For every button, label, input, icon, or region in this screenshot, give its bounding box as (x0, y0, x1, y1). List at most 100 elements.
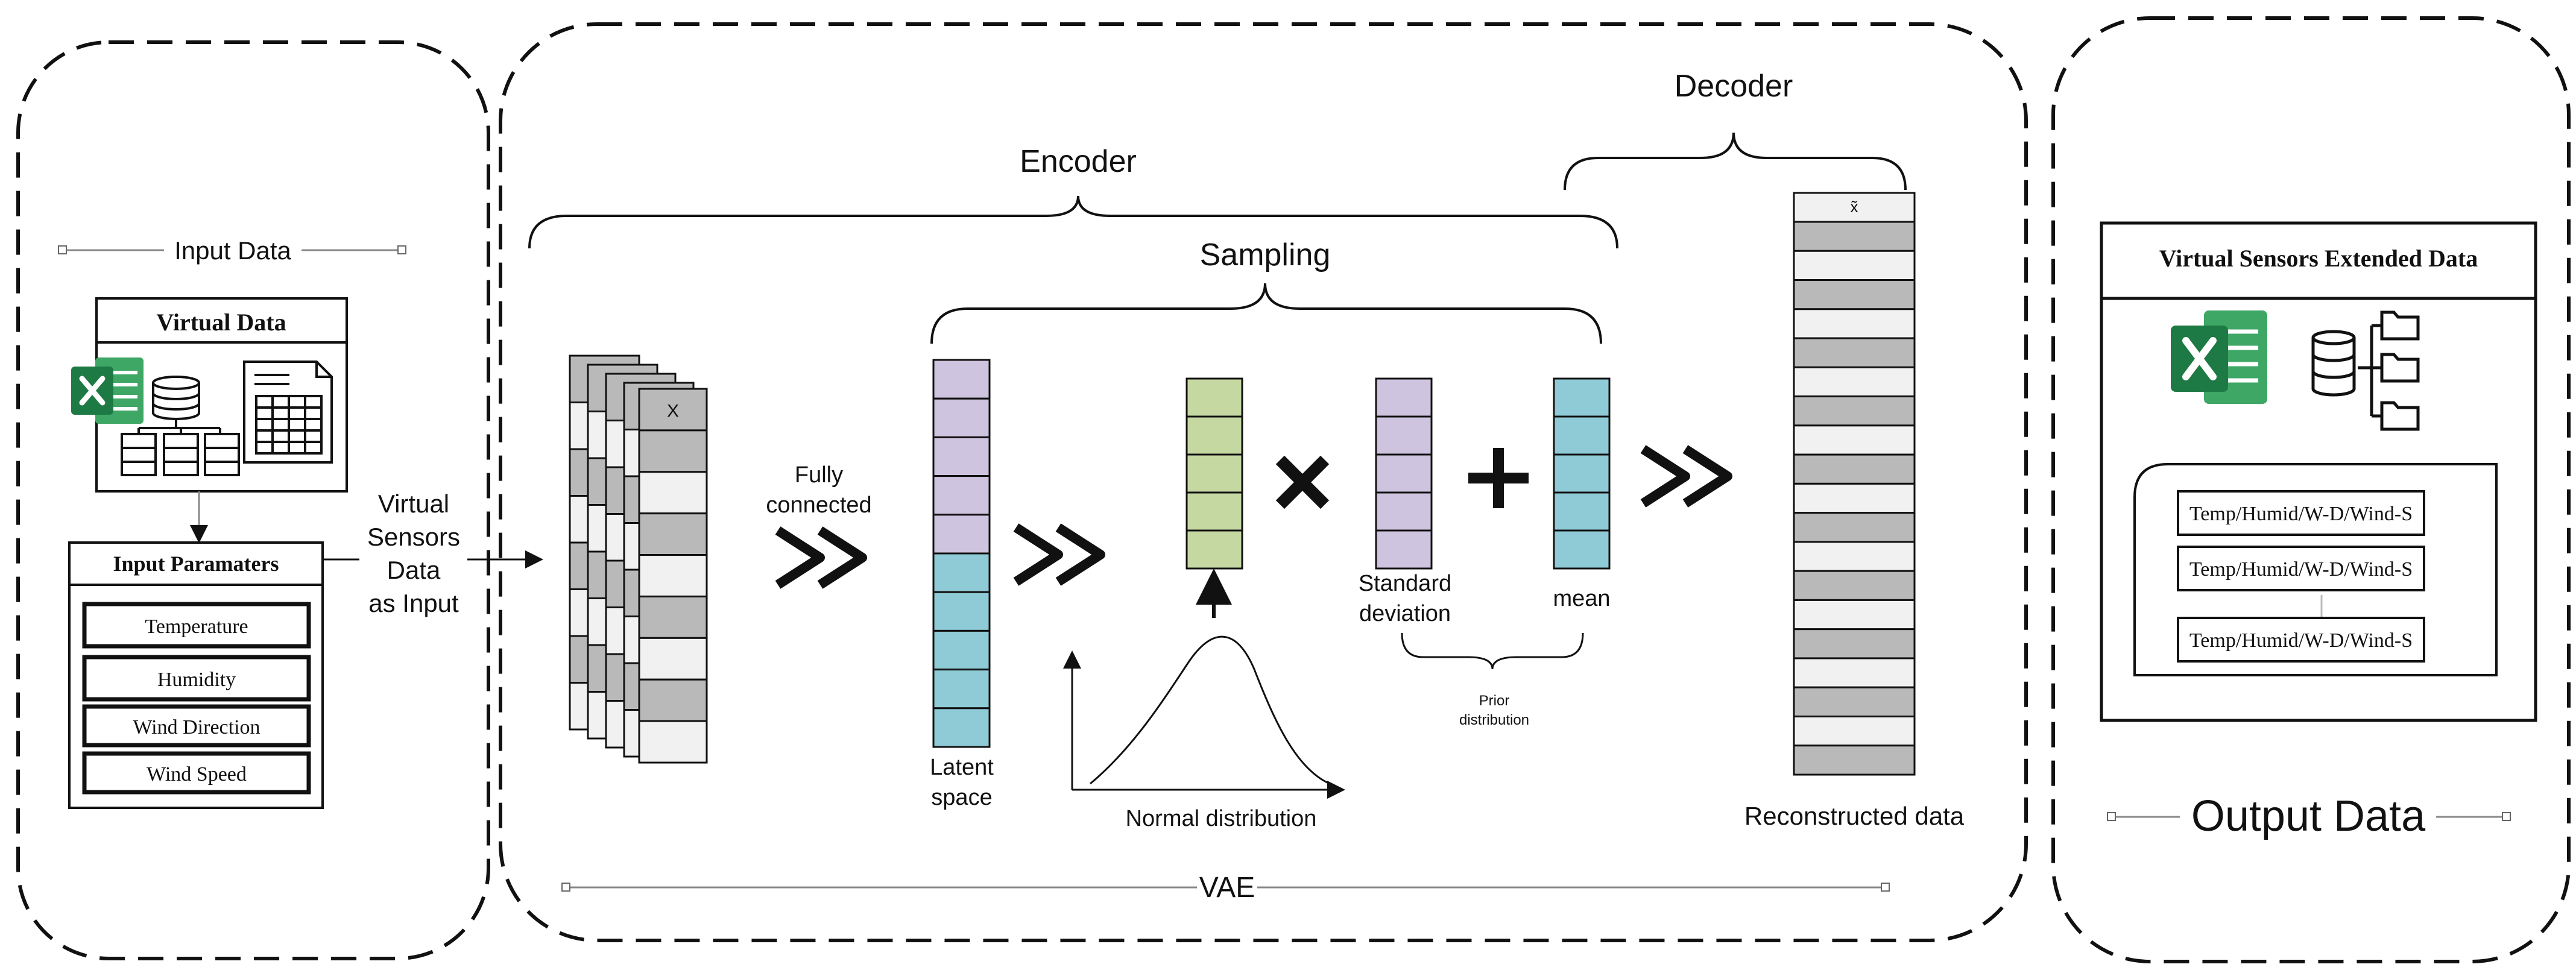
spreadsheet-document-icon (243, 361, 333, 464)
std-cell (1375, 453, 1433, 494)
mean-cell (1553, 491, 1611, 532)
stack-front-cell (638, 429, 708, 473)
decoder-label: Decoder (1675, 69, 1793, 104)
output-cell (1793, 541, 1916, 572)
vae-title-group: VAE (561, 872, 1890, 904)
multiply-icon (1275, 455, 1330, 509)
folder-tree-icon (2358, 310, 2420, 431)
encoder-brace (528, 195, 1618, 249)
mean-label: mean (1553, 586, 1610, 611)
mean-cell (1553, 453, 1611, 494)
input-data-title-group: Input Data (58, 236, 406, 265)
sampled-cell (1185, 415, 1243, 456)
stack-front-cell (638, 678, 708, 722)
std-cell (1375, 529, 1433, 570)
output-cell (1793, 686, 1916, 717)
extended-row-text: Temp/Humid/W-D/Wind-S (2189, 503, 2413, 525)
vae-title: VAE (1199, 872, 1255, 904)
sampling-chevrons (1013, 523, 1105, 586)
decoder-brace (1564, 132, 1907, 191)
output-cell (1793, 366, 1916, 398)
output-cell (1793, 512, 1916, 543)
svg-text:connected: connected (766, 493, 871, 518)
latent-cell (932, 669, 991, 710)
output-cell (1793, 250, 1916, 282)
normal-distribution-label: Normal distribution (1126, 806, 1317, 831)
sampled-cell (1185, 491, 1243, 532)
svg-text:as Input: as Input (368, 589, 459, 617)
svg-text:distribution: distribution (1459, 712, 1529, 728)
latent-cell (932, 397, 991, 438)
output-cell (1793, 745, 1916, 776)
std-cell (1375, 415, 1433, 456)
output-cell (1793, 279, 1916, 310)
server-network-icon (121, 419, 240, 476)
stack-front-cell (638, 637, 708, 681)
sampling-label: Sampling (1200, 238, 1331, 272)
svg-text:Virtual: Virtual (378, 490, 449, 518)
svg-text:space: space (931, 785, 992, 810)
latent-cell (932, 629, 991, 671)
latent-cell (932, 591, 991, 632)
output-header-cell (1793, 192, 1916, 223)
param-temperature: Temperature (145, 616, 248, 638)
param-row: Humidity (82, 655, 311, 702)
param-wind-direction: Wind Direction (133, 716, 260, 738)
output-data-title-group: Output Data (2107, 792, 2511, 840)
latent-space-vector (932, 359, 991, 748)
param-row: Temperature (82, 602, 311, 649)
vae-panel-border (499, 22, 2028, 942)
param-row: Wind Speed (82, 751, 311, 795)
sampled-vector (1185, 377, 1243, 570)
input-params-label: Input Paramaters (113, 552, 279, 576)
prior-distribution-brace (1401, 632, 1584, 670)
fully-connected-chevrons (775, 526, 867, 589)
svg-text:Standard: Standard (1359, 571, 1451, 596)
latent-cell (932, 552, 991, 593)
output-cell (1793, 424, 1916, 456)
sampled-cell (1185, 529, 1243, 570)
output-cell (1793, 221, 1916, 252)
output-vector-label: x̃ (1851, 198, 1858, 216)
encoder-label: Encoder (1020, 144, 1137, 179)
std-cell (1375, 491, 1433, 532)
excel-icon (71, 357, 144, 424)
extended-data-label: Virtual Sensors Extended Data (2159, 245, 2478, 272)
latent-space-label: Latent space (930, 755, 994, 810)
stack-front-cell (638, 388, 708, 432)
stack-front-cell (638, 471, 708, 515)
virtual-sensors-arrow-label: Virtual Sensors Data as Input (367, 490, 460, 617)
extended-row-text: Temp/Humid/W-D/Wind-S (2189, 558, 2413, 581)
stack-front-cell (638, 512, 708, 556)
output-cell (1793, 657, 1916, 688)
svg-text:Prior: Prior (1479, 693, 1510, 709)
svg-text:Latent: Latent (930, 755, 994, 780)
distribution-curve (1090, 635, 1330, 785)
mean-cell (1553, 377, 1611, 418)
param-wind-speed: Wind Speed (147, 763, 247, 786)
output-cell (1793, 715, 1916, 747)
mean-vector (1553, 377, 1611, 570)
reconstructed-label: Reconstructed data (1744, 802, 1965, 830)
extended-row: Temp/Humid/W-D/Wind-S (2177, 617, 2425, 663)
database-icon (2311, 330, 2356, 397)
input-panel-border (16, 40, 490, 960)
plus-icon (1468, 448, 1529, 508)
input-data-title: Input Data (174, 236, 291, 265)
latent-cell (932, 514, 991, 555)
extended-row: Temp/Humid/W-D/Wind-S (2177, 490, 2425, 536)
stack-front-cell (638, 720, 708, 764)
sampled-cell (1185, 377, 1243, 418)
sampling-brace (930, 283, 1602, 344)
virtual-data-label: Virtual Data (156, 309, 286, 336)
output-cell (1793, 599, 1916, 631)
input-stack-label: X (667, 401, 679, 421)
svg-text:Sensors: Sensors (367, 523, 460, 551)
mean-cell (1553, 529, 1611, 570)
svg-text:deviation: deviation (1359, 601, 1451, 626)
output-cell (1793, 308, 1916, 339)
normal-distribution-plot: Normal distribution (1063, 635, 1345, 831)
std-cell (1375, 377, 1433, 418)
